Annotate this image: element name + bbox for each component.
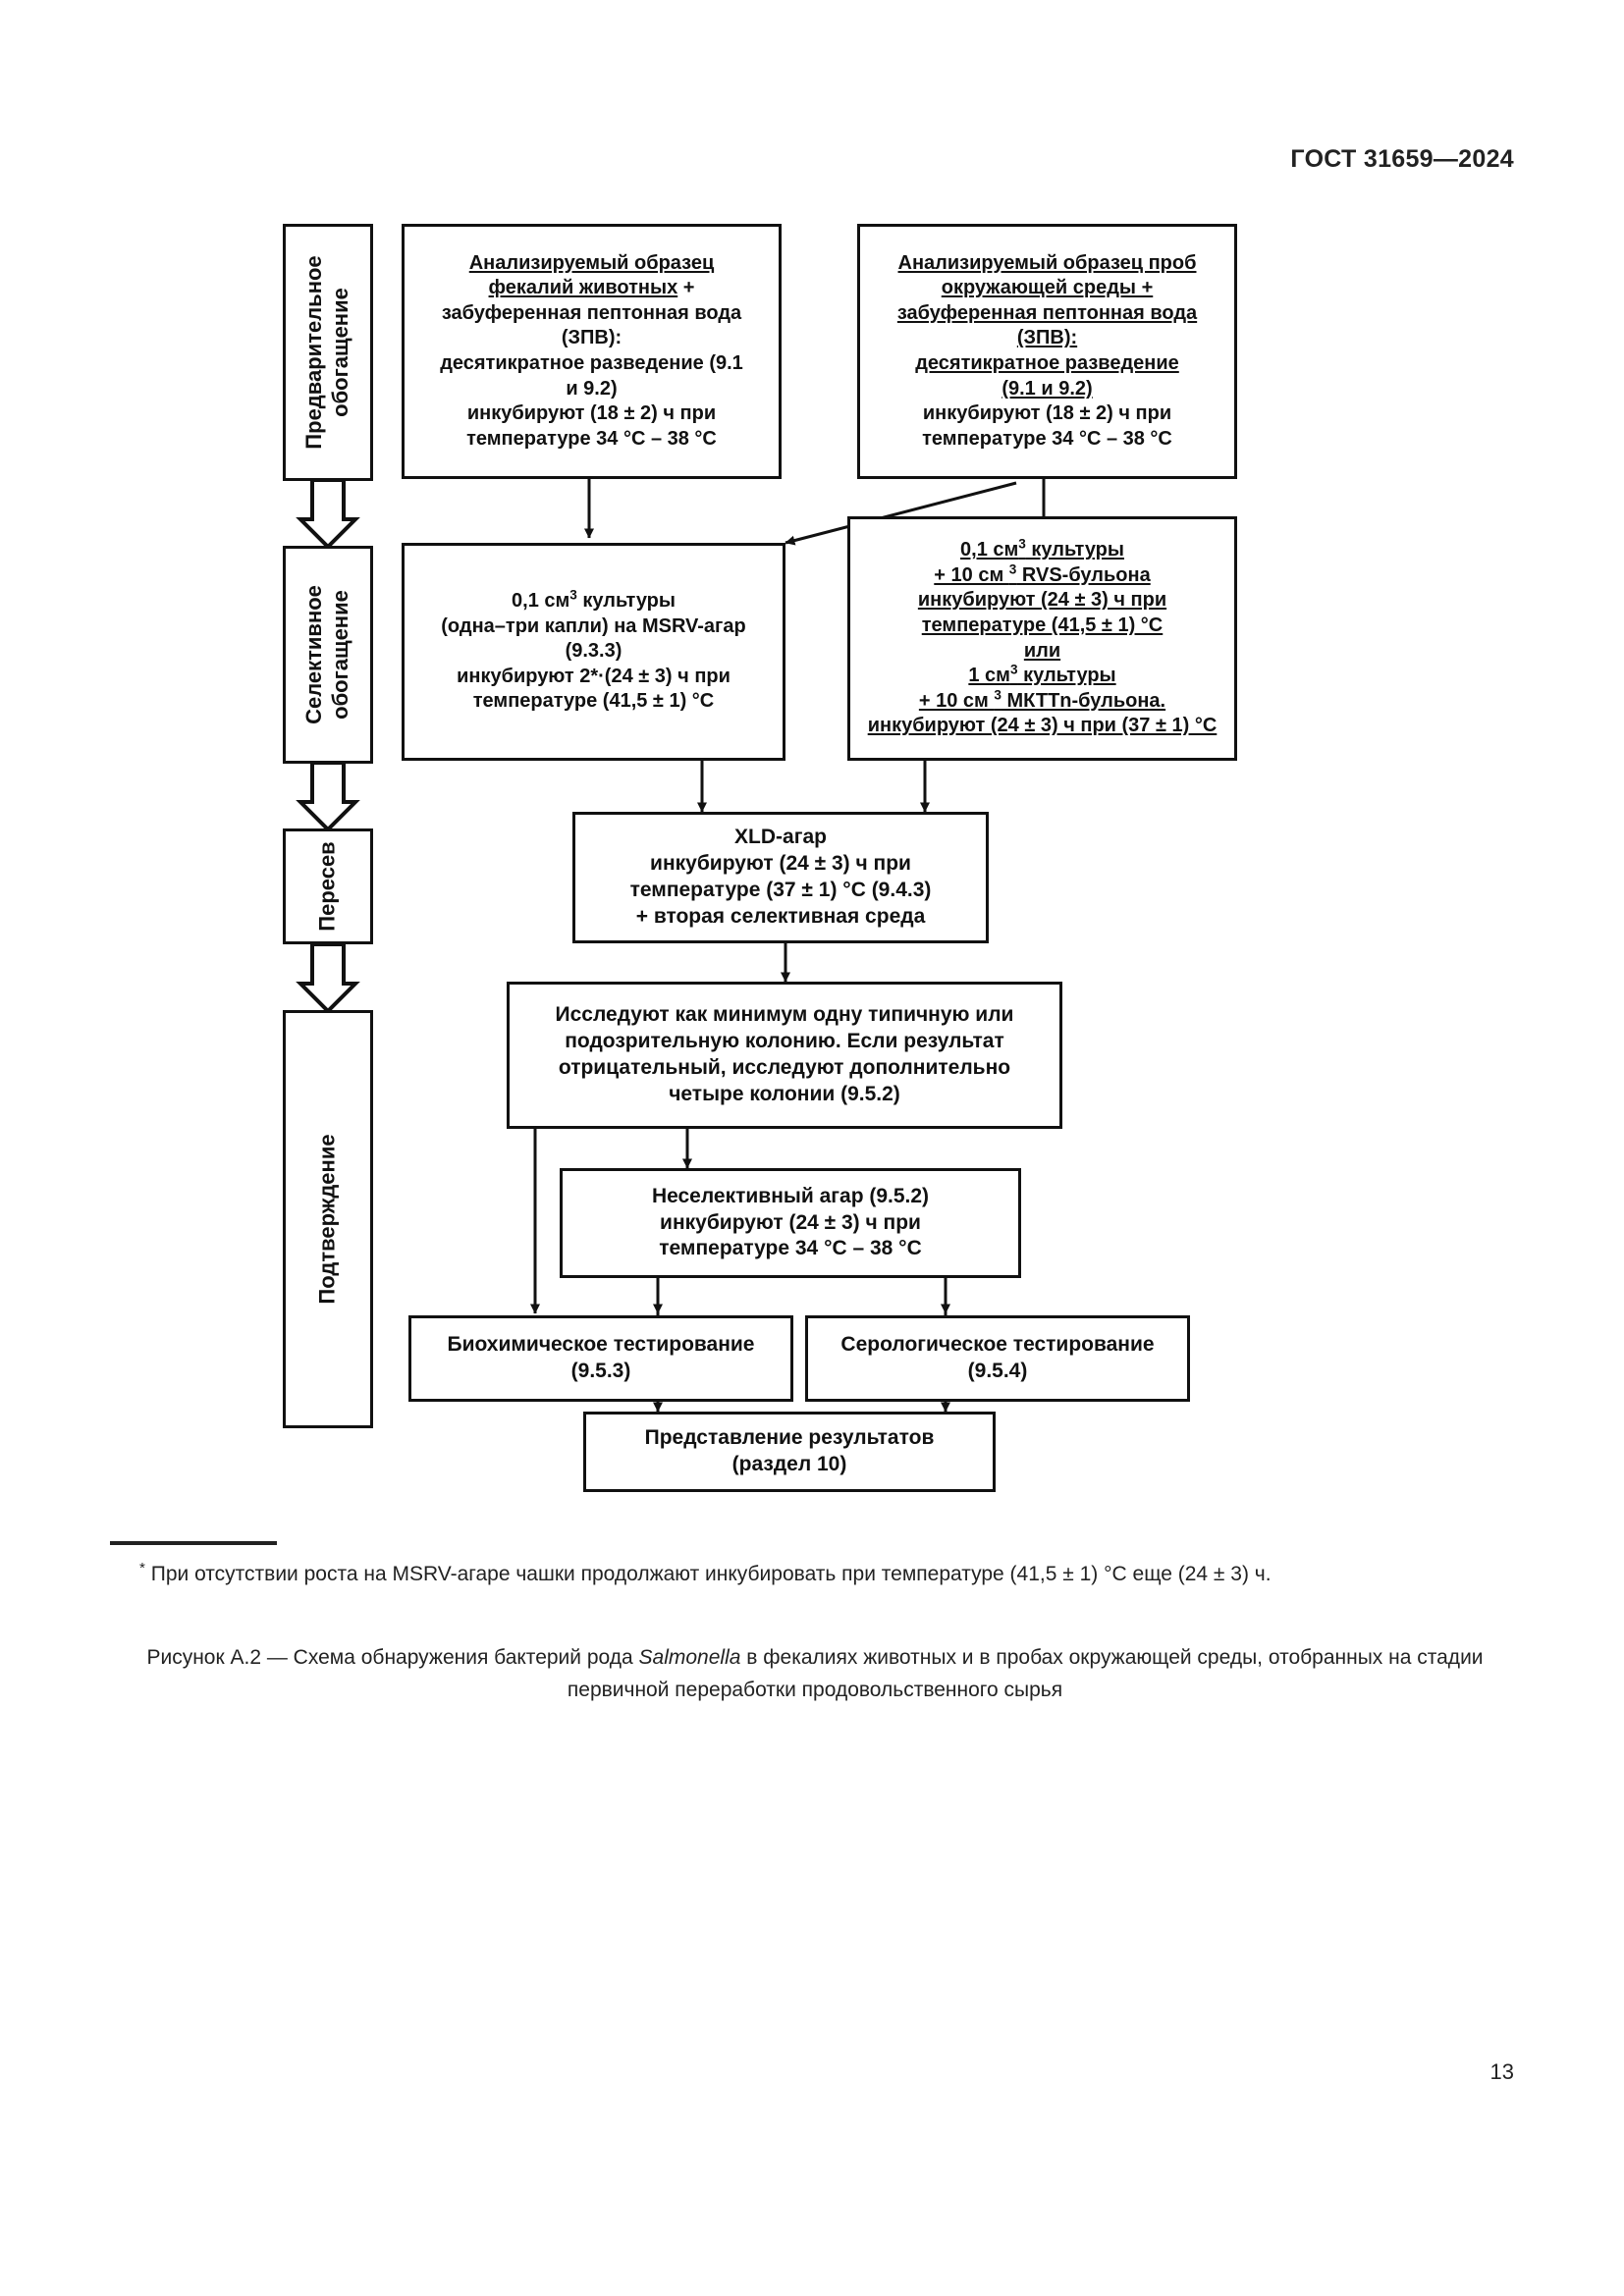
stage-label-selective-enrichment: Селективное обогащение <box>283 546 373 764</box>
box-nonselective-agar-line-3: температуре 34 °С – 38 °С <box>659 1237 922 1260</box>
stage-label-preliminary-enrichment: Предварительное обогащение <box>283 224 373 481</box>
page-header-standard-title: ГОСТ 31659—2024 <box>1290 145 1514 173</box>
page-number: 13 <box>1489 2059 1514 2084</box>
box-serological-testing-line-1: Серологическое тестирование <box>840 1333 1155 1357</box>
stage-label-subculture: Пересев <box>283 828 373 944</box>
box-sample-feces-line-6: и 9.2) <box>566 377 618 400</box>
box-sample-environment-line-4: (ЗПВ): <box>1016 327 1078 349</box>
stage-label-selective-enrichment-text: Селективное обогащение <box>301 585 352 724</box>
box-sample-environment-line-6: (9.1 и 9.2) <box>1001 377 1093 400</box>
box-colony-study-line-4: четыре колонии (9.5.2) <box>669 1082 900 1105</box>
box-sample-environment-line-2: окружающей среды + <box>941 277 1154 299</box>
box-xld-agar-line-2: инкубируют (24 ± 3) ч при <box>650 852 911 876</box>
box-rvs-line-6: 1 см3 культуры <box>968 662 1116 687</box>
box-colony-study-line-1: Исследуют как минимум одну типичную или <box>555 1003 1014 1027</box>
box-msrv-agar: 0,1 см3 культуры (одна–три капли) на MSR… <box>402 543 785 761</box>
box-sample-feces-line-8: температуре 34 °С – 38 °С <box>466 427 717 450</box>
stage-label-preliminary-enrichment-text: Предварительное обогащение <box>301 255 352 450</box>
box-sample-feces-line-7: инкубируют (18 ± 2) ч при <box>466 402 717 425</box>
flowchart-connectors <box>296 478 1049 1413</box>
box-msrv-agar-line-3: (9.3.3) <box>565 640 623 663</box>
box-results-presentation: Представление результатов (раздел 10) <box>583 1412 996 1492</box>
flowchart-figure: Предварительное обогащение Селективное о… <box>283 224 1237 1492</box>
footnote-separator-rule <box>110 1541 277 1545</box>
box-rvs-line-1: 0,1 см3 культуры <box>960 536 1124 561</box>
box-rvs-line-3: инкубируют (24 ± 3) ч при <box>917 589 1167 612</box>
box-sample-feces: Анализируемый образец фекалий животных +… <box>402 224 782 479</box>
box-serological-testing: Серологическое тестирование (9.5.4) <box>805 1315 1190 1402</box>
box-sample-feces-line-3: забуференная пептонная вода <box>441 301 742 324</box>
box-biochemical-testing-line-2: (9.5.3) <box>570 1360 631 1382</box>
box-sample-environment-line-8: температуре 34 °С – 38 °С <box>922 427 1172 450</box>
box-colony-study-line-3: отрицательный, исследуют дополнительно <box>558 1056 1011 1079</box>
box-results-presentation-line-2: (раздел 10) <box>731 1453 847 1475</box>
box-colony-study-line-2: подозрительную колонию. Если результат <box>565 1030 1004 1053</box>
box-nonselective-agar-line-1: Неселективный агар (9.5.2) <box>651 1184 930 1207</box>
box-msrv-agar-line-5: температуре (41,5 ± 1) °С <box>472 690 715 713</box>
stage-label-subculture-text: Пересев <box>314 841 340 932</box>
box-xld-agar-line-3: температуре (37 ± 1) °С (9.4.3) <box>629 879 932 901</box>
stage-label-confirmation-text: Подтверждение <box>314 1134 340 1305</box>
box-rvs-line-2: + 10 см 3 RVS-бульона <box>934 561 1151 586</box>
box-msrv-agar-line-1: 0,1 см3 культуры <box>512 587 676 613</box>
footnote-text: При отсутствии роста на MSRV-агаре чашки… <box>144 1563 1272 1585</box>
box-biochemical-testing: Биохимическое тестирование (9.5.3) <box>408 1315 793 1402</box>
box-sample-feces-line-2: фекалий животных + <box>488 277 695 299</box>
box-sample-environment-line-5: десятикратное разведение <box>915 352 1179 374</box>
stage-label-confirmation: Подтверждение <box>283 1010 373 1428</box>
figure-caption-prefix: Рисунок А.2 — Схема обнаружения бактерий… <box>146 1646 639 1669</box>
figure-caption: Рисунок А.2 — Схема обнаружения бактерий… <box>137 1641 1492 1706</box>
box-sample-feces-line-5: десятикратное разведение (9.1 <box>440 352 743 374</box>
box-rvs-line-4: температуре (41,5 ± 1) °С <box>921 614 1164 636</box>
figure-caption-suffix: в фекалиях животных и в пробах окружающе… <box>567 1646 1484 1702</box>
box-sample-feces-line-4: (ЗПВ): <box>561 327 623 349</box>
footnote: * При отсутствии роста на MSRV-агаре чаш… <box>110 1557 1516 1591</box>
box-xld-agar-line-4: + вторая селективная среда <box>635 904 926 928</box>
box-sample-environment-line-1: Анализируемый образец проб <box>897 251 1197 274</box>
box-sample-feces-line-1: Анализируемый образец <box>468 251 715 274</box>
box-msrv-agar-line-4: инкубируют 2*·(24 ± 3) ч при <box>457 665 731 687</box>
box-sample-environment: Анализируемый образец проб окружающей ср… <box>857 224 1237 479</box>
box-rvs-mkttn-broth: 0,1 см3 культуры + 10 см 3 RVS-бульона и… <box>847 516 1237 761</box>
footnote-marker: * <box>139 1560 145 1576</box>
box-rvs-line-7: + 10 см 3 МКТТn-бульона. <box>918 687 1166 712</box>
box-serological-testing-line-2: (9.5.4) <box>967 1360 1028 1382</box>
box-colony-study: Исследуют как минимум одну типичную или … <box>507 982 1062 1129</box>
box-biochemical-testing-line-1: Биохимическое тестирование <box>447 1333 755 1357</box>
box-xld-agar: XLD-агар инкубируют (24 ± 3) ч при темпе… <box>572 812 989 943</box>
box-rvs-line-8: инкубируют (24 ± 3) ч при (37 ± 1) °С <box>867 715 1218 737</box>
box-sample-environment-line-7: инкубируют (18 ± 2) ч при <box>922 402 1172 425</box>
box-msrv-agar-line-2: (одна–три капли) на MSRV-агар <box>441 614 746 637</box>
box-nonselective-agar-line-2: инкубируют (24 ± 3) ч при <box>660 1210 921 1234</box>
figure-caption-genus: Salmonella <box>638 1646 741 1669</box>
box-results-presentation-line-1: Представление результатов <box>644 1426 935 1450</box>
box-nonselective-agar: Неселективный агар (9.5.2) инкубируют (2… <box>560 1168 1021 1278</box>
box-sample-environment-line-3: забуференная пептонная вода <box>896 301 1198 324</box>
box-rvs-line-5: или <box>1023 639 1061 662</box>
box-xld-agar-line-1: XLD-агар <box>734 826 827 849</box>
